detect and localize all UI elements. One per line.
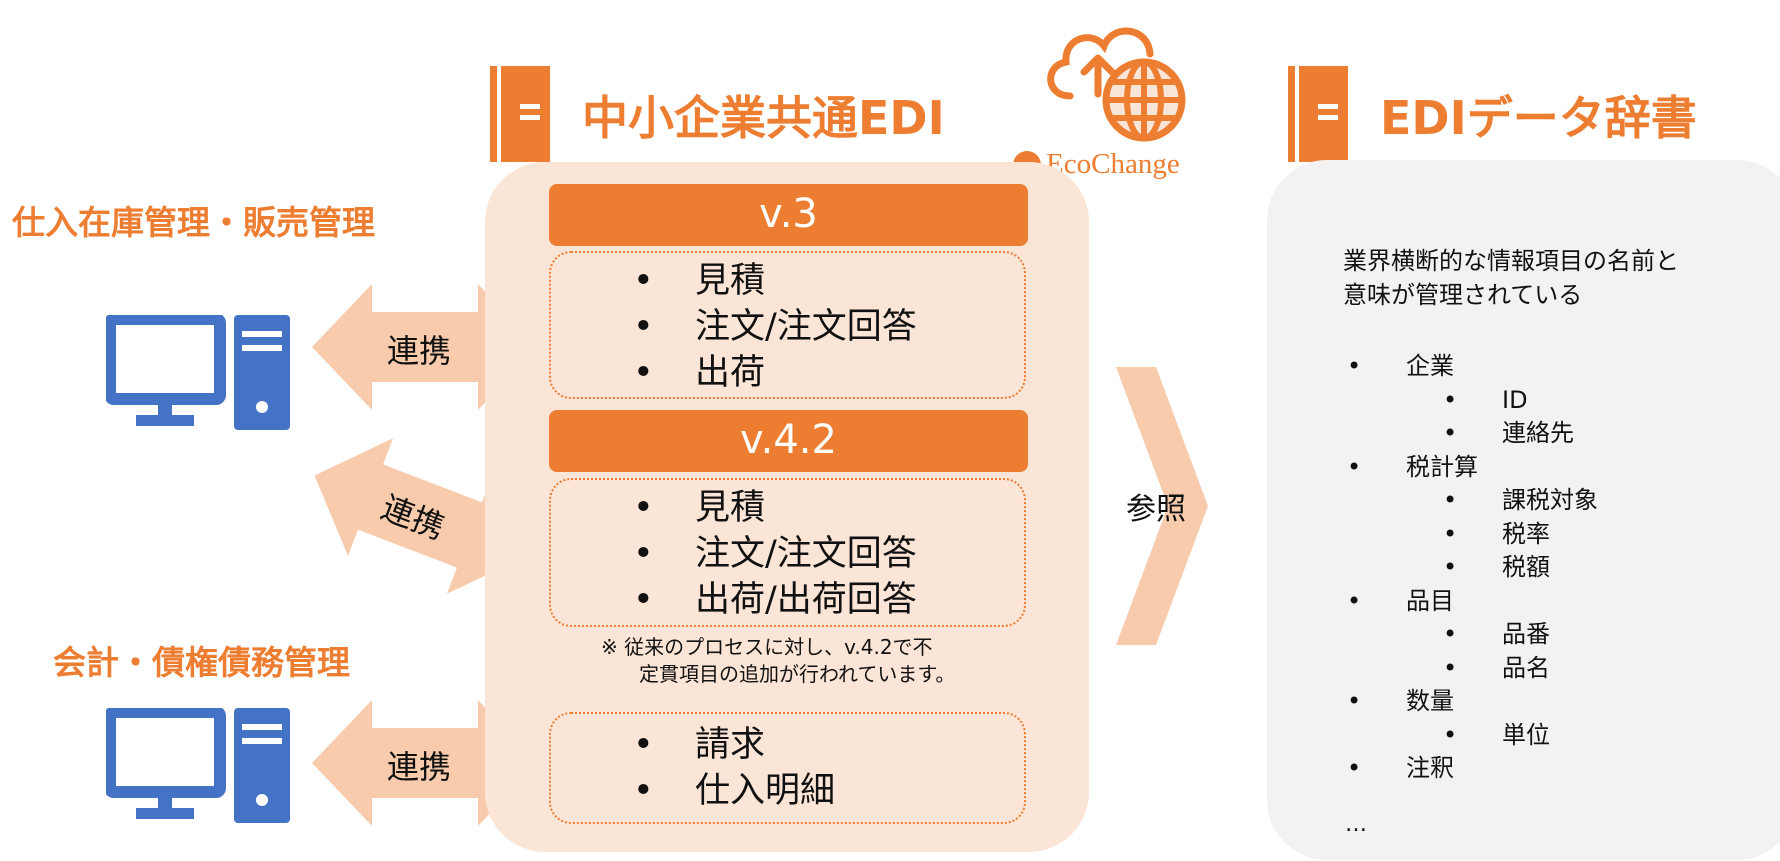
link-arrow: 連携: [312, 700, 538, 826]
billing-process-list: 請求 仕入明細: [551, 722, 1024, 814]
note-line: 定貫項目の追加が行われています。: [639, 662, 956, 686]
list-item: 注文/注文回答: [551, 304, 1024, 350]
system-title-accounting: 会計・債権債務管理: [53, 643, 350, 682]
dictionary-description: 業界横断的な情報項目の名前と 意味が管理されている: [1343, 244, 1679, 312]
dictionary-item: 注釈: [1343, 752, 1598, 786]
computer-icon: [106, 315, 290, 430]
list-item: 仕入明細: [551, 768, 1024, 814]
list-item: 請求: [551, 722, 1024, 768]
v3-process-box: 見積 注文/注文回答 出荷: [549, 251, 1026, 399]
description-line: 業界横断的な情報項目の名前と: [1343, 247, 1679, 275]
dictionary-ellipsis: …: [1345, 812, 1367, 837]
list-item: 見積: [551, 485, 1024, 531]
billing-process-box: 請求 仕入明細: [549, 712, 1026, 824]
dictionary-item: 税率: [1343, 518, 1598, 552]
ecochange-text: EcoChange: [1046, 148, 1180, 180]
book-icon: [1288, 66, 1348, 162]
dictionary-item: 品目: [1343, 585, 1598, 619]
v42-process-box: 見積 注文/注文回答 出荷/出荷回答: [549, 478, 1026, 627]
link-arrow: 連携: [312, 284, 538, 410]
dictionary-item: 税計算: [1343, 451, 1598, 485]
dictionary-item: ID: [1343, 384, 1598, 418]
list-item: 見積: [551, 258, 1024, 304]
version-bar-v42: v.4.2: [549, 410, 1028, 472]
book-icon: [490, 66, 550, 162]
dictionary-title: EDIデータ辞書: [1380, 91, 1697, 145]
dictionary-item: 品番: [1343, 618, 1598, 652]
version-bar-v3: v.3: [549, 184, 1028, 246]
dictionary-item-list: 企業ID連絡先税計算課税対象税率税額品目品番品名数量単位注釈: [1343, 350, 1598, 786]
v42-note: ※ 従来のプロセスに対し、v.4.2で不 定貫項目の追加が行われています。: [601, 634, 955, 688]
link-label: 連携: [387, 748, 452, 786]
dictionary-item: 課税対象: [1343, 484, 1598, 518]
dictionary-item: 税額: [1343, 551, 1598, 585]
computer-icon: [106, 708, 290, 823]
description-line: 意味が管理されている: [1343, 281, 1583, 309]
reference-label: 参照: [1126, 492, 1186, 527]
dictionary-item: 単位: [1343, 719, 1598, 753]
dictionary-item: 連絡先: [1343, 417, 1598, 451]
link-arrow: 連携: [292, 417, 548, 616]
list-item: 注文/注文回答: [551, 531, 1024, 577]
list-item: 出荷: [551, 350, 1024, 396]
edi-title: 中小企業共通EDI: [582, 91, 945, 145]
system-title-inventory-sales: 仕入在庫管理・販売管理: [12, 203, 375, 242]
cloud-globe-icon: [1047, 27, 1186, 142]
dictionary-item: 数量: [1343, 685, 1598, 719]
v3-process-list: 見積 注文/注文回答 出荷: [551, 258, 1024, 396]
dictionary-item: 品名: [1343, 652, 1598, 686]
link-label: 連携: [387, 332, 452, 370]
reference-chevron: [1116, 367, 1208, 645]
v42-process-list: 見積 注文/注文回答 出荷/出荷回答: [551, 485, 1024, 623]
dictionary-item: 企業: [1343, 350, 1598, 384]
list-item: 出荷/出荷回答: [551, 577, 1024, 623]
note-line: ※ 従来のプロセスに対し、v.4.2で不: [601, 635, 933, 659]
